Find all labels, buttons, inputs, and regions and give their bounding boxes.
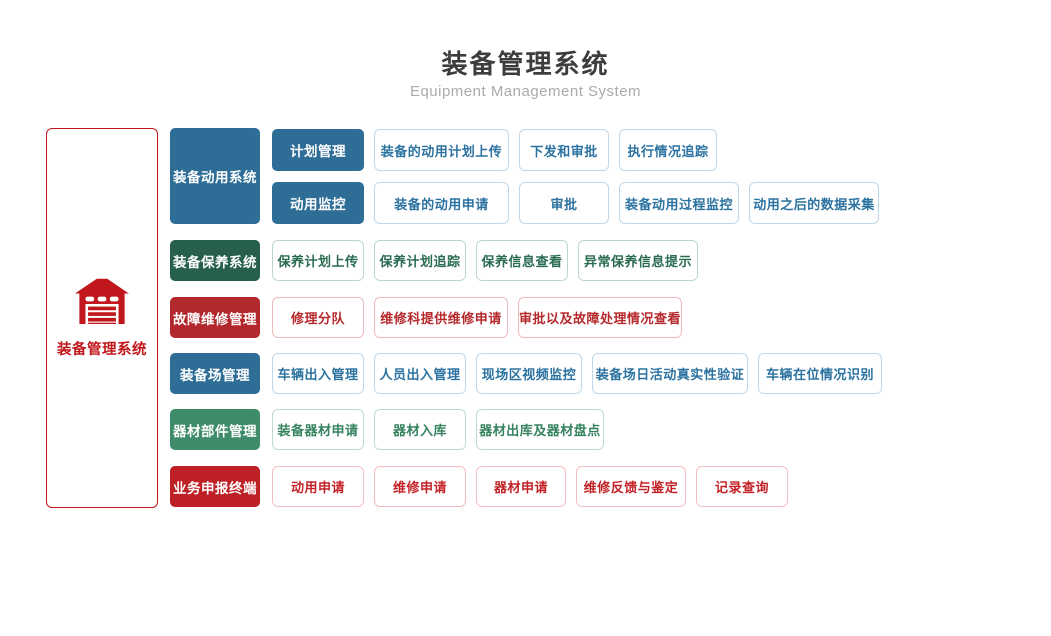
feature-item: 维修申请	[374, 466, 466, 507]
feature-item: 现场区视频监控	[476, 353, 582, 394]
feature-label: 记录查询	[714, 480, 769, 495]
page-subtitle: Equipment Management System	[409, 83, 642, 100]
feature-label: 器材入库	[392, 423, 447, 438]
feature-item: 记录查询	[696, 466, 788, 507]
feature-label: 维修申请	[392, 480, 447, 495]
row-business-declaration: 动用申请 维修申请 器材申请 维修反馈与鉴定 记录查询	[272, 466, 788, 507]
root-system-box: 装备管理系统	[46, 128, 158, 508]
category-label: 器材部件管理	[173, 423, 257, 439]
feature-label: 车辆在位情况识别	[765, 367, 874, 382]
subcategory-plan-management: 计划管理	[272, 129, 364, 171]
feature-label: 审批	[550, 196, 578, 212]
feature-label: 下发和审批	[530, 143, 598, 159]
category-business-declaration-terminal: 业务申报终端	[170, 466, 260, 507]
feature-item: 下发和审批	[519, 129, 609, 171]
feature-item: 人员出入管理	[374, 353, 466, 394]
feature-item: 车辆出入管理	[272, 353, 364, 394]
feature-label: 器材出库及器材盘点	[479, 423, 601, 438]
garage-warehouse-icon	[74, 277, 130, 329]
feature-item: 维修科提供维修申请	[374, 297, 508, 338]
feature-label: 装备动用过程监控	[624, 196, 733, 212]
feature-label: 维修科提供维修申请	[380, 311, 502, 326]
feature-item: 动用之后的数据采集	[749, 182, 879, 224]
feature-item: 保养计划追踪	[374, 240, 466, 281]
category-materiel-parts-management: 器材部件管理	[170, 409, 260, 450]
feature-item: 动用申请	[272, 466, 364, 507]
feature-label: 器材申请	[493, 480, 548, 495]
feature-item: 器材申请	[476, 466, 566, 507]
category-equipment-mobilization-system: 装备动用系统	[170, 128, 260, 224]
row-plan-management: 计划管理 装备的动用计划上传 下发和审批 执行情况追踪	[272, 129, 717, 171]
feature-label: 维修反馈与鉴定	[583, 480, 679, 495]
feature-item: 保养计划上传	[272, 240, 364, 281]
feature-item: 器材入库	[374, 409, 466, 450]
feature-item: 审批	[519, 182, 609, 224]
root-system-label: 装备管理系统	[57, 342, 147, 358]
row-materiel-parts: 装备器材申请 器材入库 器材出库及器材盘点	[272, 409, 604, 450]
feature-item: 审批以及故障处理情况查看	[518, 297, 682, 338]
feature-item: 装备器材申请	[272, 409, 364, 450]
feature-item: 修理分队	[272, 297, 364, 338]
row-equipment-yard: 车辆出入管理 人员出入管理 现场区视频监控 装备场日活动真实性验证 车辆在位情况…	[272, 353, 882, 394]
feature-label: 执行情况追踪	[627, 143, 709, 159]
feature-label: 装备的动用计划上传	[380, 143, 503, 159]
feature-label: 修理分队	[290, 311, 345, 326]
category-label: 装备保养系统	[173, 254, 257, 270]
feature-item: 装备动用过程监控	[619, 182, 739, 224]
feature-item: 装备的动用计划上传	[374, 129, 509, 171]
category-label: 装备动用系统	[173, 170, 257, 185]
category-label: 故障维修管理	[173, 311, 257, 327]
subcategory-label: 动用监控	[290, 197, 346, 212]
feature-label: 异常保养信息提示	[583, 254, 692, 269]
subcategory-label: 计划管理	[290, 144, 346, 159]
feature-label: 动用申请	[290, 480, 345, 495]
feature-label: 动用之后的数据采集	[753, 196, 875, 212]
row-equipment-maintenance: 保养计划上传 保养计划追踪 保养信息查看 异常保养信息提示	[272, 240, 698, 281]
feature-label: 人员出入管理	[379, 367, 461, 382]
feature-item: 异常保养信息提示	[578, 240, 698, 281]
feature-label: 保养计划追踪	[379, 254, 461, 269]
row-fault-repair: 修理分队 维修科提供维修申请 审批以及故障处理情况查看	[272, 297, 682, 338]
feature-label: 装备的动用申请	[394, 196, 489, 212]
row-mobilization-monitoring: 动用监控 装备的动用申请 审批 装备动用过程监控 动用之后的数据采集	[272, 182, 879, 224]
feature-label: 装备场日活动真实性验证	[595, 367, 745, 382]
feature-label: 保养计划上传	[277, 254, 359, 269]
category-equipment-maintenance-system: 装备保养系统	[170, 240, 260, 281]
category-label: 装备场管理	[180, 367, 250, 383]
feature-item: 器材出库及器材盘点	[476, 409, 604, 450]
feature-item: 执行情况追踪	[619, 129, 717, 171]
page-title: 装备管理系统	[441, 49, 610, 79]
feature-item: 车辆在位情况识别	[758, 353, 882, 394]
category-label: 业务申报终端	[173, 480, 257, 496]
feature-item: 装备场日活动真实性验证	[592, 353, 748, 394]
feature-label: 车辆出入管理	[277, 367, 359, 382]
feature-item: 维修反馈与鉴定	[576, 466, 686, 507]
feature-label: 装备器材申请	[277, 423, 359, 438]
feature-label: 现场区视频监控	[481, 367, 577, 382]
feature-item: 保养信息查看	[476, 240, 568, 281]
category-fault-repair-management: 故障维修管理	[170, 297, 260, 338]
category-equipment-yard-management: 装备场管理	[170, 353, 260, 394]
subcategory-mobilization-monitoring: 动用监控	[272, 182, 364, 224]
feature-item: 装备的动用申请	[374, 182, 509, 224]
feature-label: 保养信息查看	[481, 254, 563, 269]
feature-label: 审批以及故障处理情况查看	[519, 311, 682, 326]
